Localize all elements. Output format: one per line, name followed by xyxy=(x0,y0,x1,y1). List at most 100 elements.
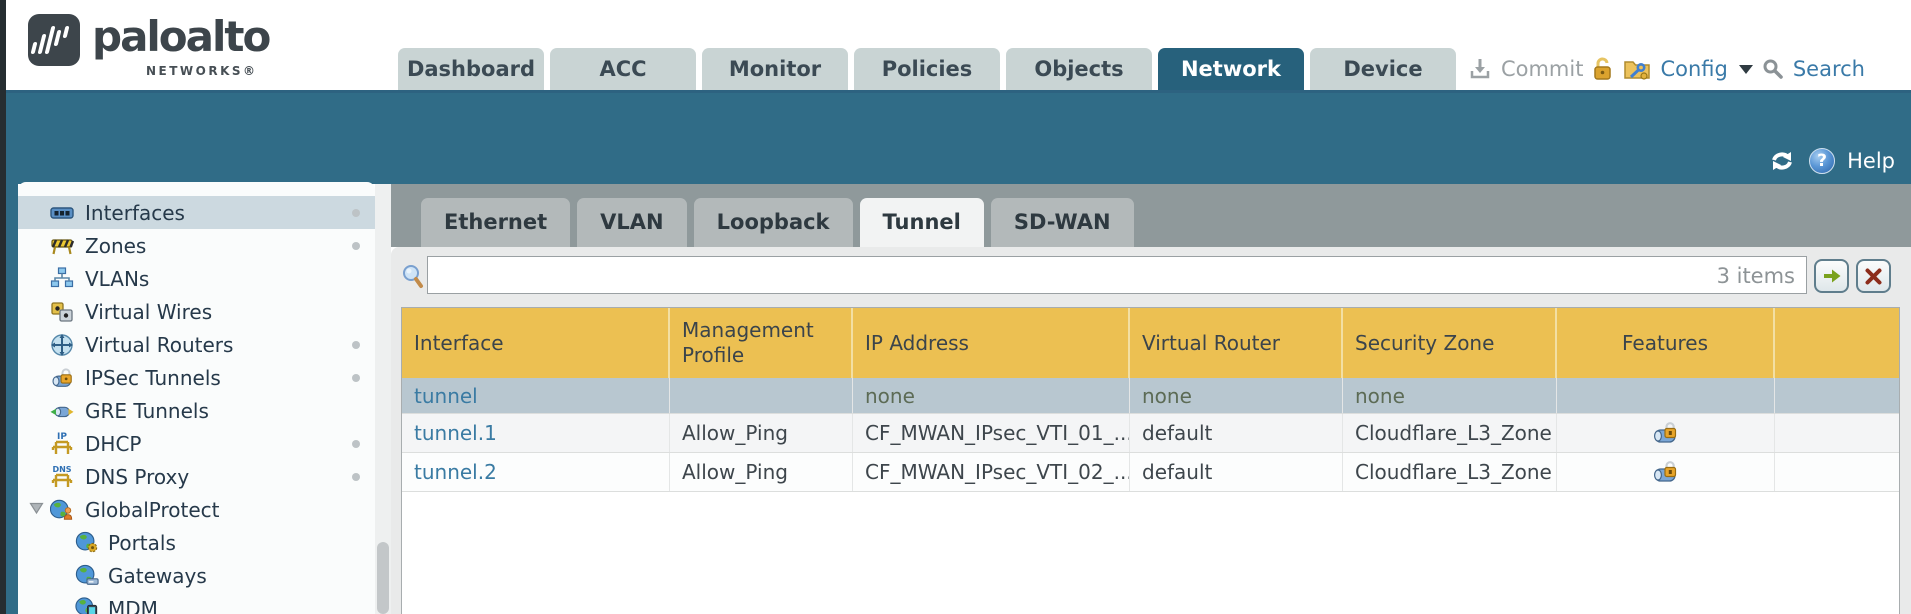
interface-link[interactable]: tunnel.2 xyxy=(414,460,497,484)
sidebar-scrollbar-thumb[interactable] xyxy=(377,542,389,614)
item-status-dot xyxy=(352,374,360,382)
nav-tab-acc[interactable]: ACC xyxy=(550,48,696,90)
sidebar-item-label: Interfaces xyxy=(85,200,185,225)
nav-tab-network[interactable]: Network xyxy=(1158,48,1304,90)
sidebar-item-dns-proxy[interactable]: DNS DNS Proxy xyxy=(18,460,375,493)
cell-value: Allow_Ping xyxy=(682,421,788,445)
tunnel-feature-icon[interactable] xyxy=(1652,421,1680,445)
sidebar-item-interfaces[interactable]: Interfaces xyxy=(18,196,375,229)
column-header-management-profile[interactable]: Management Profile xyxy=(670,308,853,378)
banner: ? Help xyxy=(6,93,1911,184)
config-icon xyxy=(1623,57,1651,81)
interface-link[interactable]: tunnel xyxy=(414,383,478,408)
svg-text:DNS: DNS xyxy=(52,465,71,474)
sidebar-item-vlans[interactable]: VLANs xyxy=(18,262,375,295)
dns-proxy-icon: DNS xyxy=(50,465,74,489)
cell-value: Cloudflare_L3_Zone xyxy=(1355,460,1552,484)
nav-tab-monitor[interactable]: Monitor xyxy=(702,48,848,90)
sidebar-item-ipsec-tunnels[interactable]: IPSec Tunnels xyxy=(18,361,375,394)
cell-features xyxy=(1557,414,1775,452)
sidebar-item-gre-tunnels[interactable]: GRE Tunnels xyxy=(18,394,375,427)
sidebar-item-dhcp[interactable]: IP DHCP xyxy=(18,427,375,460)
portals-icon xyxy=(75,531,99,555)
sidebar-item-gateways[interactable]: Gateways xyxy=(18,559,375,592)
sidebar-item-zones[interactable]: Zones xyxy=(18,229,375,262)
cell-management-profile xyxy=(670,378,853,413)
cell-value: Cloudflare_L3_Zone xyxy=(1355,421,1552,445)
help-label[interactable]: Help xyxy=(1847,149,1895,173)
nav-tab-dashboard[interactable]: Dashboard xyxy=(398,48,544,90)
sidebar-scrollbar[interactable] xyxy=(375,184,391,614)
banner-icons: ? Help xyxy=(1767,148,1895,174)
subtab-ethernet[interactable]: Ethernet xyxy=(421,198,571,247)
apply-filter-icon xyxy=(1823,269,1840,283)
sidebar-item-label: DNS Proxy xyxy=(85,464,190,489)
sidebar-item-label: DHCP xyxy=(85,431,142,456)
refresh-icon[interactable] xyxy=(1767,148,1797,174)
subtab-tunnel[interactable]: Tunnel xyxy=(859,198,984,247)
commit-icon xyxy=(1468,57,1492,81)
column-header-security-zone[interactable]: Security Zone xyxy=(1343,308,1557,378)
config-menu-button[interactable]: Config xyxy=(1660,57,1728,81)
column-header-ip-address[interactable]: IP Address xyxy=(853,308,1130,378)
sidebar-item-label: GRE Tunnels xyxy=(85,398,209,423)
sidebar-item-globalprotect[interactable]: GlobalProtect xyxy=(18,493,375,526)
interfaces-icon xyxy=(50,201,74,225)
sidebar-item-label: Gateways xyxy=(108,563,207,588)
gre-tunnels-icon xyxy=(50,399,74,423)
cell-security-zone: Cloudflare_L3_Zone xyxy=(1343,453,1557,491)
cell-management-profile: Allow_Ping xyxy=(670,414,853,452)
cell-features xyxy=(1557,378,1775,413)
expander-down-icon[interactable] xyxy=(29,502,44,515)
window-left-edge xyxy=(0,0,6,614)
nav-tab-objects[interactable]: Objects xyxy=(1006,48,1152,90)
sidebar-item-label: GlobalProtect xyxy=(85,497,220,522)
subtab-sd-wan[interactable]: SD-WAN xyxy=(990,198,1134,247)
nav-tab-device[interactable]: Device xyxy=(1310,48,1456,90)
tunnel-feature-icon[interactable] xyxy=(1652,460,1680,484)
column-header-features[interactable]: Features xyxy=(1557,308,1775,378)
sidebar-item-portals[interactable]: Portals xyxy=(18,526,375,559)
item-status-dot xyxy=(352,209,360,217)
teal-gutter xyxy=(6,184,18,614)
commit-button[interactable]: Commit xyxy=(1500,57,1584,81)
sidebar-item-mdm[interactable]: MDM xyxy=(18,592,375,614)
clear-filter-button[interactable] xyxy=(1856,259,1891,293)
svg-text:IP: IP xyxy=(57,432,67,442)
brand-subtitle: NETWORKS® xyxy=(146,64,258,78)
cell-security-zone: Cloudflare_L3_Zone xyxy=(1343,414,1557,452)
subtab-vlan[interactable]: VLAN xyxy=(577,198,687,247)
cell-ip-address: CF_MWAN_IPsec_VTI_02_... xyxy=(853,453,1130,491)
items-count: 3 items xyxy=(1716,264,1795,288)
help-icon[interactable]: ? xyxy=(1809,148,1836,174)
mdm-icon xyxy=(75,596,99,614)
column-header-virtual-router[interactable]: Virtual Router xyxy=(1130,308,1343,378)
sidebar-item-label: Zones xyxy=(85,233,147,258)
subtab-loopback[interactable]: Loopback xyxy=(693,198,853,247)
cell-value: default xyxy=(1142,460,1213,484)
filter-input[interactable] xyxy=(427,256,1807,294)
apply-filter-button[interactable] xyxy=(1814,259,1849,293)
nav-tab-policies[interactable]: Policies xyxy=(854,48,1000,90)
interface-link[interactable]: tunnel.1 xyxy=(414,421,497,445)
sidebar-item-virtual-wires[interactable]: Virtual Wires xyxy=(18,295,375,328)
sidebar-item-label: Virtual Wires xyxy=(85,299,213,324)
cell-features xyxy=(1557,453,1775,491)
cell-value: default xyxy=(1142,421,1213,445)
sidebar-item-virtual-routers[interactable]: Virtual Routers xyxy=(18,328,375,361)
search-button[interactable]: Search xyxy=(1792,57,1865,81)
search-icon xyxy=(1762,58,1784,80)
column-header-interface[interactable]: Interface xyxy=(402,308,670,378)
cell-security-zone: none xyxy=(1343,378,1557,413)
sidebar-item-label: Portals xyxy=(108,530,176,555)
lock-icon[interactable] xyxy=(1592,56,1614,82)
virtual-wires-icon xyxy=(50,300,74,324)
cell-value: none xyxy=(1142,383,1192,408)
